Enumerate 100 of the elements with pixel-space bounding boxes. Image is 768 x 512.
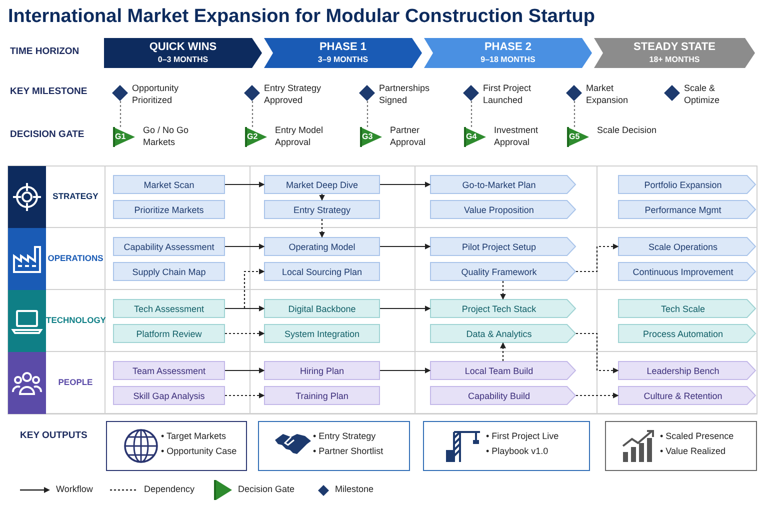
output-card xyxy=(258,421,410,471)
output-item: • Value Realized xyxy=(660,446,726,456)
output-item: • Scaled Presence xyxy=(660,431,734,441)
legend-label: Dependency xyxy=(144,484,195,494)
task-box: Local Sourcing Plan xyxy=(264,262,380,281)
output-item: • Entry Strategy xyxy=(313,431,376,441)
row-label: KEY OUTPUTS xyxy=(20,430,88,441)
connector-line xyxy=(470,101,472,127)
phase-name: QUICK WINS xyxy=(148,41,218,53)
legend-label: Milestone xyxy=(335,484,374,494)
decision-gate-flag xyxy=(360,127,382,147)
task-box: Portfolio Expansion xyxy=(618,175,756,194)
phase-name: PHASE 2 xyxy=(483,41,533,53)
phase-duration: 18+ MONTHS xyxy=(648,55,701,64)
milestone-diamond xyxy=(664,85,680,101)
task-box: Scale Operations xyxy=(618,237,756,256)
task-box: Process Automation xyxy=(618,324,756,343)
milestone-diamond xyxy=(112,85,128,101)
output-card xyxy=(106,421,247,471)
gate-code: G4 xyxy=(466,132,477,141)
connector-line xyxy=(252,101,254,127)
milestone-diamond xyxy=(359,85,375,101)
workflow-arrow xyxy=(225,306,265,312)
gate-label: Scale Decision xyxy=(597,124,658,136)
output-card xyxy=(605,421,757,471)
gate-code: G2 xyxy=(247,132,258,141)
task-box: Prioritize Markets xyxy=(113,200,225,219)
gate-label: Partner Approval xyxy=(390,124,427,148)
milestone-label: Entry Strategy Approved xyxy=(264,82,322,106)
phase-name: STEADY STATE xyxy=(632,41,716,53)
milestone-diamond xyxy=(244,85,260,101)
lane-title: PEOPLE xyxy=(57,377,94,387)
connector-line xyxy=(366,101,368,127)
task-box: Data & Analytics xyxy=(430,324,576,343)
phase-band xyxy=(594,38,755,68)
milestone-label: Partnerships Signed xyxy=(379,82,431,106)
task-box: Culture & Retention xyxy=(618,386,756,405)
lane-title: STRATEGY xyxy=(52,191,100,201)
task-box: Skill Gap Analysis xyxy=(113,386,225,405)
task-box: Hiring Plan xyxy=(264,361,380,380)
gate-code: G1 xyxy=(115,132,126,141)
task-box: Entry Strategy xyxy=(264,200,380,219)
milestone-label: Market Expansion xyxy=(586,82,630,106)
output-item: • Partner Shortlist xyxy=(313,446,384,456)
decision-gate-flag xyxy=(464,127,486,147)
task-box: Tech Scale xyxy=(618,299,756,318)
legend-label: Decision Gate xyxy=(238,484,295,494)
task-box: Supply Chain Map xyxy=(113,262,225,281)
milestone-diamond xyxy=(566,85,582,101)
swimlane xyxy=(8,352,757,414)
swimlane xyxy=(8,290,757,352)
task-box: Performance Mgmt xyxy=(618,200,756,219)
phase-band xyxy=(264,38,422,68)
task-box: Continuous Improvement xyxy=(618,262,756,281)
task-box: Capability Build xyxy=(430,386,576,405)
task-box: Platform Review xyxy=(113,324,225,343)
output-item: • Playbook v1.0 xyxy=(486,446,548,456)
lane-title: OPERATIONS xyxy=(46,253,104,263)
milestone-label: Opportunity Prioritized xyxy=(132,82,180,106)
dependency-arrow xyxy=(319,219,325,238)
phase-duration: 9–18 MONTHS xyxy=(480,55,536,64)
title: International Market Expansion for Modular Construction Startup xyxy=(8,6,595,28)
task-box: Market Deep Dive xyxy=(264,175,380,194)
output-item: • Opportunity Case xyxy=(161,446,237,456)
gate-code: G3 xyxy=(362,132,373,141)
workflow-arrow xyxy=(225,182,265,188)
dependency-arrow xyxy=(576,332,619,374)
workflow-arrow xyxy=(319,194,325,201)
workflow-arrow xyxy=(225,244,265,250)
output-card xyxy=(423,421,590,471)
swimlane xyxy=(8,166,757,228)
task-box: Tech Assessment xyxy=(113,299,225,318)
row-label: TIME HORIZON xyxy=(10,46,80,57)
phase-band xyxy=(424,38,592,68)
swimlane xyxy=(8,228,757,290)
task-box: Value Proposition xyxy=(430,200,576,219)
workflow-arrow xyxy=(225,368,265,374)
task-box: System Integration xyxy=(264,324,380,343)
gate-code: G5 xyxy=(569,132,580,141)
milestone-diamond xyxy=(463,85,479,101)
workflow-arrow xyxy=(380,368,431,374)
milestone-label: Scale & Optimize xyxy=(684,82,721,106)
decision-gate-flag xyxy=(245,127,267,147)
task-box: Leadership Bench xyxy=(618,361,756,380)
dependency-arrow xyxy=(500,342,506,361)
workflow-arrow xyxy=(380,244,431,250)
row-label: KEY MILESTONE xyxy=(10,86,88,97)
decision-gate-flag xyxy=(113,127,135,147)
milestone-label: First Project Launched xyxy=(483,82,532,106)
phase-duration: 3–9 MONTHS xyxy=(316,55,370,64)
task-box: Quality Framework xyxy=(430,262,576,281)
task-box: Market Scan xyxy=(113,175,225,194)
task-box: Team Assessment xyxy=(113,361,225,380)
dependency-arrow xyxy=(500,281,506,300)
workflow-arrow xyxy=(380,182,431,188)
phase-band xyxy=(104,38,262,68)
task-box: Project Tech Stack xyxy=(430,299,576,318)
workflow-arrow xyxy=(380,306,431,312)
gate-label: Investment Approval xyxy=(494,124,540,148)
output-item: • Target Markets xyxy=(161,431,226,441)
